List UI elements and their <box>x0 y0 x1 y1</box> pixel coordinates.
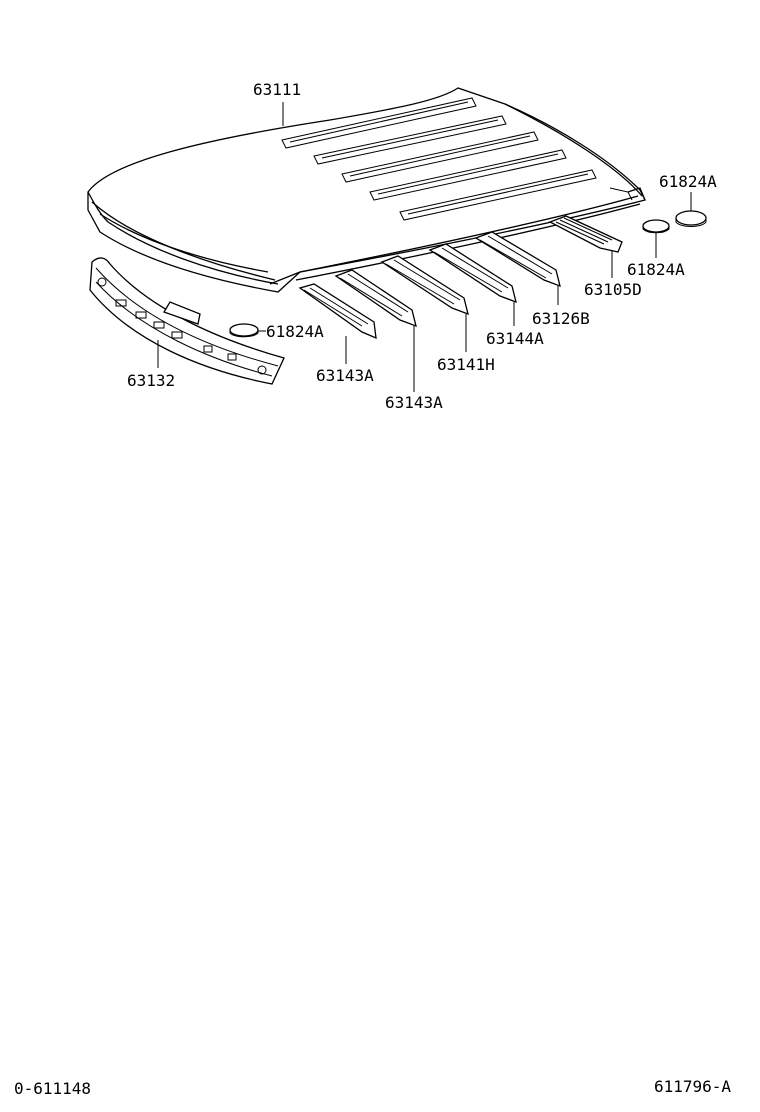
label-bow-2: 63143A <box>316 366 374 385</box>
label-bow-3: 63141H <box>437 355 495 374</box>
label-rear-rail: 63105D <box>584 280 642 299</box>
rear-rail <box>548 215 623 253</box>
roof-bow-2 <box>334 269 417 328</box>
leader-lines <box>157 102 692 392</box>
cap-top-right <box>675 210 707 227</box>
label-front-header: 63132 <box>127 371 175 390</box>
label-bow-rear: 63126B <box>532 309 590 328</box>
label-roof-panel: 63111 <box>253 80 301 99</box>
label-cap-top-right: 61824A <box>659 172 717 191</box>
roof-rib-4 <box>369 149 567 201</box>
label-cap-right: 61824A <box>627 260 685 279</box>
roof-bow-3 <box>380 255 469 316</box>
label-bow-1: 63143A <box>385 393 443 412</box>
roof-rib-5 <box>399 169 597 221</box>
cap-left <box>229 323 259 338</box>
roof-panel <box>87 87 646 293</box>
label-bow-4: 63144A <box>486 329 544 348</box>
cap-right <box>642 219 670 234</box>
roof-bow-1 <box>298 283 377 340</box>
footer-left-code: 0-611148 <box>14 1079 91 1098</box>
footer-right-code: 611796-A <box>654 1077 731 1096</box>
roof-bow-rear <box>474 231 561 288</box>
roof-bow-4 <box>428 243 517 304</box>
label-cap-left: 61824A <box>266 322 324 341</box>
front-header <box>89 257 285 385</box>
roof-rib-2 <box>313 115 507 165</box>
roof-rib-1 <box>281 97 477 149</box>
roof-rib-3 <box>341 131 539 183</box>
